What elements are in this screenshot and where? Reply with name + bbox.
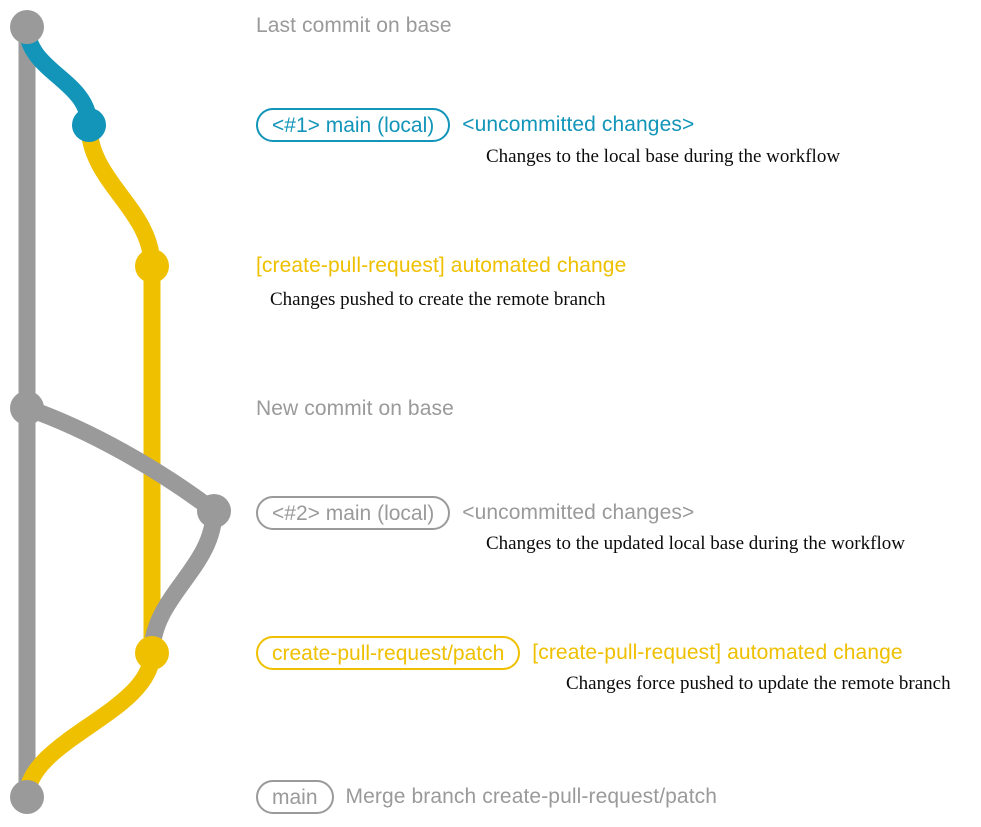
commit-row-patch-1: [create-pull-request] automated change (256, 253, 626, 279)
commit-node-patch-2 (135, 636, 169, 670)
commit-description-local-1: Changes to the local base during the wor… (486, 146, 841, 167)
commit-description-patch-2: Changes force pushed to update the remot… (566, 673, 951, 694)
commit-subject: [create-pull-request] automated change (256, 254, 627, 277)
commit-row-local-2: <#2> main (local) <uncommitted changes> (256, 496, 694, 530)
commit-node-local-1 (72, 108, 106, 142)
commit-subject: <uncommitted changes> (462, 113, 695, 136)
edge-local1-to-patch1 (80, 116, 161, 275)
commit-node-patch-1 (135, 249, 169, 283)
edge-local2-to-patch2 (143, 502, 223, 662)
commit-description-local-2: Changes to the updated local base during… (486, 533, 905, 554)
commit-subject: <uncommitted changes> (462, 501, 695, 524)
commit-node-base-new (10, 391, 44, 425)
commit-node-local-2 (197, 494, 231, 528)
ref-pill-create-pull-request-patch[interactable]: create-pull-request/patch (256, 636, 521, 670)
commit-row-merge: main Merge branch create-pull-request/pa… (256, 780, 717, 814)
commit-subject: Last commit on base (256, 14, 452, 37)
ref-pill-main-local-1[interactable]: <#1> main (local) (256, 108, 451, 142)
commit-node-base-head (10, 10, 44, 44)
ref-pill-main-local-2[interactable]: <#2> main (local) (256, 496, 451, 530)
edge-patch2-to-merge (18, 644, 161, 806)
commit-row-local-1: <#1> main (local) <uncommitted changes> (256, 108, 694, 142)
commit-row-base-new: New commit on base (256, 396, 454, 422)
commit-row-patch-2: create-pull-request/patch [create-pull-r… (256, 636, 903, 670)
edge-base-to-local1 (18, 18, 98, 134)
commit-row-base-head: Last commit on base (256, 13, 452, 39)
commit-node-merge (10, 780, 44, 814)
commit-subject: [create-pull-request] automated change (532, 641, 903, 664)
ref-pill-main[interactable]: main (256, 780, 334, 814)
edge-basenew-to-local2 (18, 399, 223, 520)
commit-nodes (10, 10, 231, 814)
commit-description-patch-1: Changes pushed to create the remote bran… (270, 289, 606, 310)
commit-subject: Merge branch create-pull-request/patch (345, 785, 718, 808)
commit-subject: New commit on base (256, 397, 454, 420)
